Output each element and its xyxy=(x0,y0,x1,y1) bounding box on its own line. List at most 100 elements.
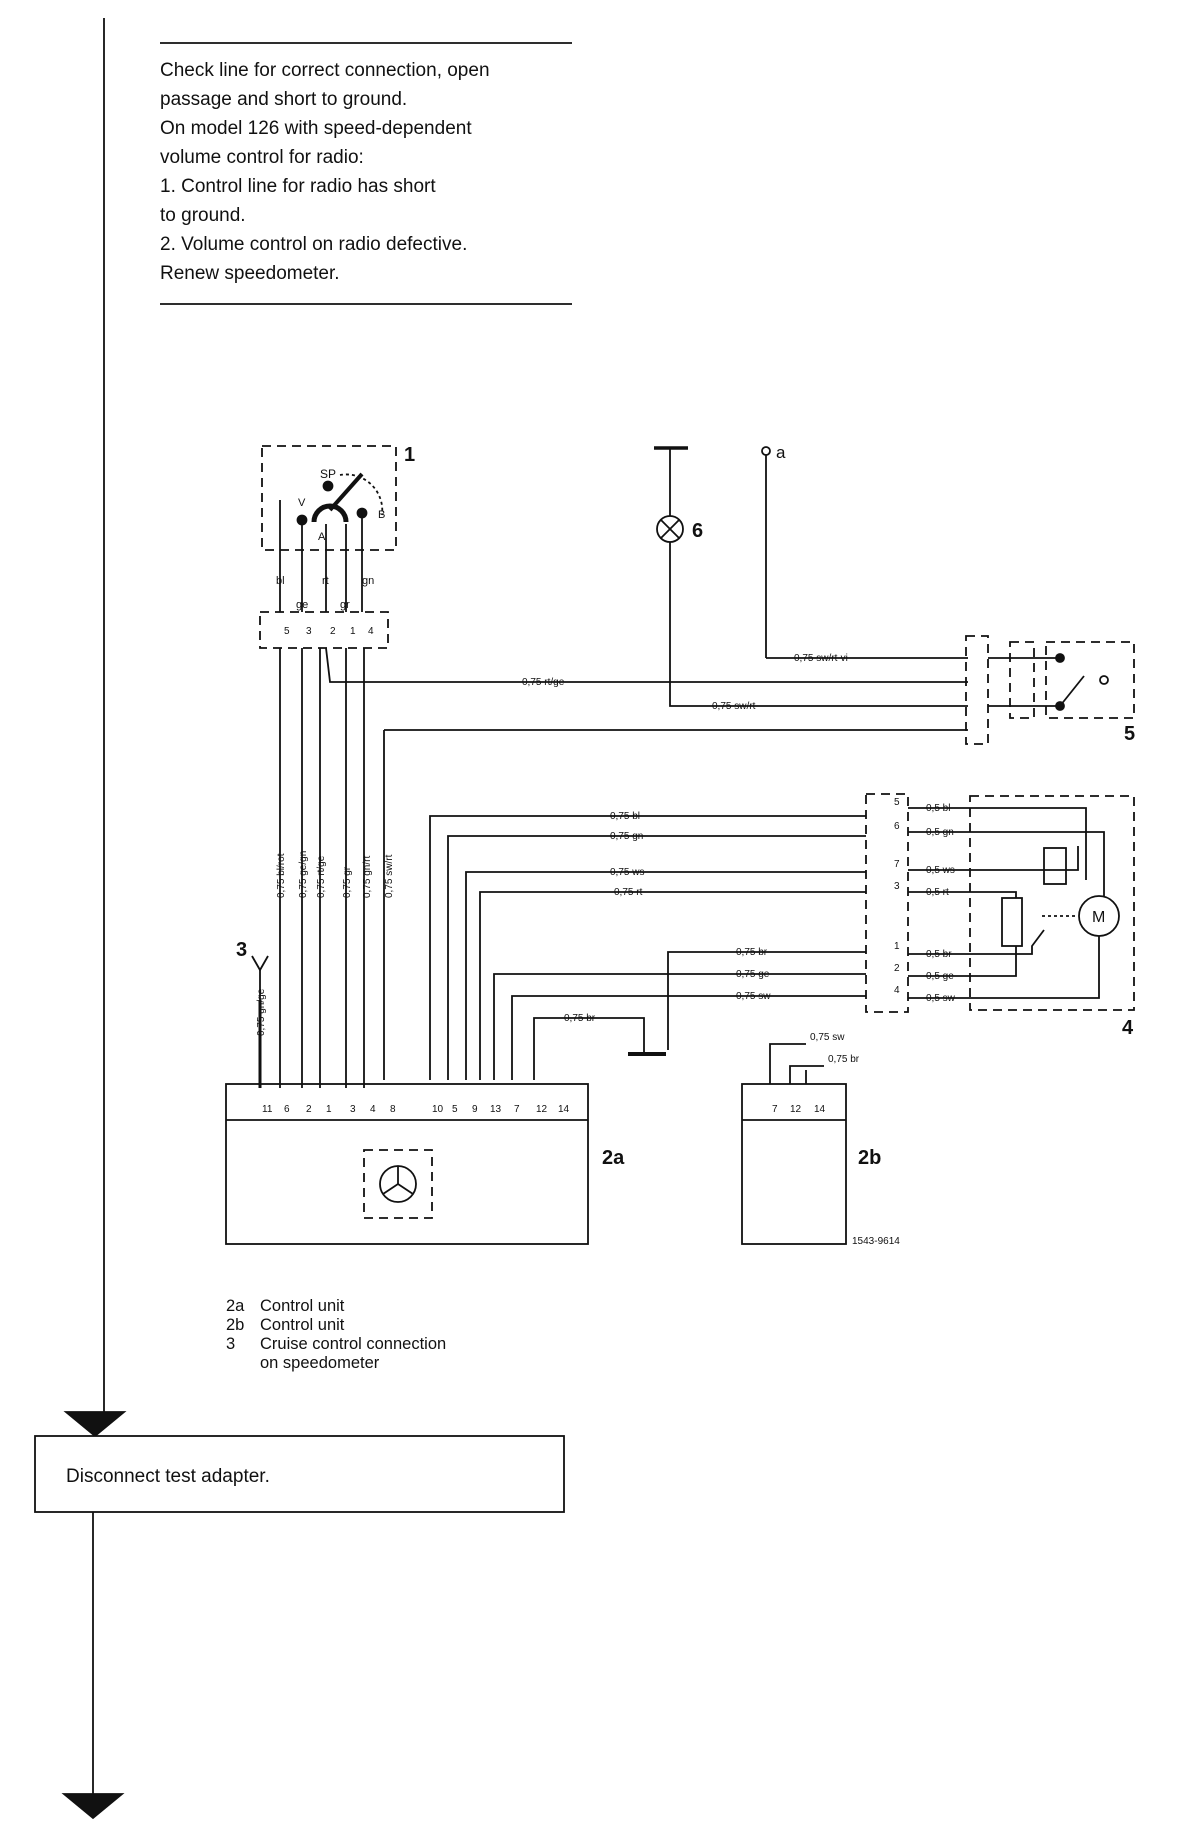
unit2a-pin: 3 xyxy=(350,1104,356,1115)
label-v: V xyxy=(298,497,306,509)
actuator-4 xyxy=(865,793,1135,1013)
wire-right-label: 0,5 sw xyxy=(926,993,956,1004)
connector4-pin: 6 xyxy=(894,821,900,832)
control-unit-2a xyxy=(225,1083,589,1245)
unit2a-pin: 11 xyxy=(262,1104,273,1115)
control-unit-2b xyxy=(741,1043,847,1245)
label-5: 5 xyxy=(1124,723,1135,745)
speedometer-connector xyxy=(259,611,389,649)
speedometer xyxy=(261,445,397,612)
cruise-connection-3 xyxy=(251,955,269,1000)
wire-left-label: 0,75 gn xyxy=(610,831,643,842)
unit2a-pin: 14 xyxy=(558,1104,570,1115)
unit2b-pin: 7 xyxy=(772,1104,778,1115)
connector4-pin: 4 xyxy=(894,985,900,996)
connector4-pin: 1 xyxy=(894,941,900,952)
connector4-pin: 7 xyxy=(894,859,900,870)
legend-text: on speedometer xyxy=(260,1354,380,1372)
connector1-pin: 5 xyxy=(284,626,290,637)
vertical-wire-label: 0,75 bl/rot xyxy=(276,853,287,898)
wire-left-label: 0,75 br xyxy=(736,947,768,958)
vertical-wire-label: 0,75 ge/gn xyxy=(298,851,309,898)
legend-row: 2b Control unit xyxy=(226,1316,446,1335)
terminal-a xyxy=(761,446,771,456)
label-motor: M xyxy=(1092,909,1105,926)
top-wire-gr: gr xyxy=(340,599,350,611)
label-a-speedo: A xyxy=(318,531,326,543)
wire-right-label: 0,5 gn xyxy=(926,827,954,838)
connector1-pin: 2 xyxy=(330,626,336,637)
wires-to-switch xyxy=(325,446,968,731)
unit2a-pin: 5 xyxy=(452,1104,458,1115)
legend-text: Control unit xyxy=(260,1297,345,1315)
connector4-pin: 2 xyxy=(894,963,900,974)
legend-row: 3 Cruise control connection xyxy=(226,1335,446,1354)
label-b: B xyxy=(378,509,385,521)
note-line: Check line for correct connection, open xyxy=(160,60,490,81)
unit2b-wire-label: 0,75 br xyxy=(828,1054,860,1065)
wire-left-label: 0,75 ws xyxy=(610,867,644,878)
label-a: a xyxy=(776,443,786,462)
top-wire-ge: ge xyxy=(296,599,308,611)
wire-right-label: 0,5 ge xyxy=(926,971,954,982)
top-wire-gn: gn xyxy=(362,575,374,587)
ground-wire-label: 0,75 br xyxy=(564,1013,596,1024)
vertical-wire-label: 0,75 sw/rt xyxy=(384,854,395,898)
legend-key: 2a xyxy=(226,1297,245,1315)
unit2a-pin: 9 xyxy=(472,1104,478,1115)
vertical-wire-label: 0,75 rt/ge xyxy=(316,855,327,898)
legend-key xyxy=(226,1354,260,1373)
flow-line xyxy=(61,18,127,1820)
wire-right-label: 0,5 ws xyxy=(926,865,955,876)
action-box xyxy=(34,1435,565,1513)
label-4: 4 xyxy=(1122,1017,1134,1039)
vertical-wire-bundle xyxy=(258,648,385,1088)
lamp-6 xyxy=(656,515,684,543)
wire-3-label: 0,75 gn/ge xyxy=(256,988,267,1036)
wire-right-label: 0,5 bl xyxy=(926,803,950,814)
connector4-pin: 5 xyxy=(894,797,900,808)
label-3: 3 xyxy=(236,939,247,961)
note-line: Renew speedometer. xyxy=(160,263,340,284)
legend-row: 2a Control unit xyxy=(226,1297,446,1316)
switch-5 xyxy=(965,635,1135,745)
vertical-wire-label: 0,75 gr xyxy=(342,866,353,898)
unit2a-pin: 7 xyxy=(514,1104,520,1115)
unit2b-wire-label: 0,75 sw xyxy=(810,1032,845,1043)
wire-left-label: 0,75 ge xyxy=(736,969,770,980)
action-text: Disconnect test adapter. xyxy=(66,1466,270,1487)
connector4-pin: 3 xyxy=(894,881,900,892)
top-wire-rt: rt xyxy=(322,575,329,587)
wire-left-label: 0,75 sw xyxy=(736,991,771,1002)
wires-to-actuator xyxy=(429,815,866,1080)
label-2a: 2a xyxy=(602,1147,625,1169)
wire-switch-label: 0,75 sw/rt-vi xyxy=(794,653,848,664)
legend-text: Cruise control connection xyxy=(260,1335,447,1353)
wire-switch-label: 0,75 sw/rt xyxy=(712,701,756,712)
label-2b: 2b xyxy=(858,1147,881,1169)
unit2a-pin: 4 xyxy=(370,1104,376,1115)
vertical-wire-label: 0,75 gn/rt xyxy=(362,856,373,898)
unit2b-pin: 12 xyxy=(790,1104,802,1115)
note-line: 1. Control line for radio has short xyxy=(160,176,436,197)
wire-right-label: 0,5 rt xyxy=(926,887,949,898)
wire-left-label: 0,75 rt xyxy=(614,887,643,898)
label-6: 6 xyxy=(692,520,703,542)
legend-row: on speedometer xyxy=(226,1354,446,1373)
connector1-pin: 4 xyxy=(368,626,374,637)
label-1: 1 xyxy=(404,444,415,466)
connector1-pin: 3 xyxy=(306,626,312,637)
note-line: volume control for radio: xyxy=(160,147,364,168)
legend-key: 2b xyxy=(226,1316,245,1334)
unit2b-pin: 14 xyxy=(814,1104,826,1115)
instruction-note: Check line for correct connection, open … xyxy=(160,56,580,288)
label-sp: SP xyxy=(320,467,336,481)
connector1-pin: 1 xyxy=(350,626,356,637)
legend-key: 3 xyxy=(226,1335,236,1353)
unit2a-pin: 10 xyxy=(432,1104,444,1115)
legend-text: Control unit xyxy=(260,1316,345,1334)
note-line: to ground. xyxy=(160,205,246,226)
wire-right-label: 0,5 br xyxy=(926,949,952,960)
